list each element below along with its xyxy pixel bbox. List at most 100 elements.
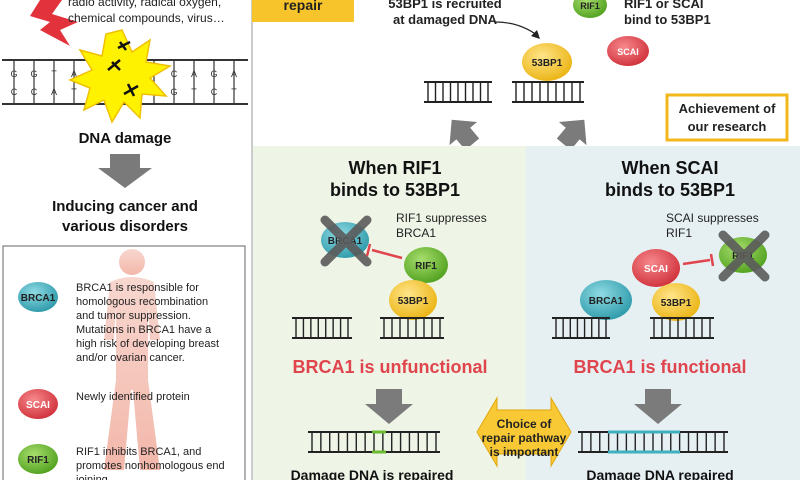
bind-line-2: bind to 53BP1 bbox=[624, 12, 711, 27]
choice-line-2: repair pathway bbox=[482, 431, 567, 445]
legend-badge bbox=[18, 444, 58, 474]
legend-badge-label: RIF1 bbox=[27, 455, 49, 466]
dna-bottom-letter: A bbox=[51, 87, 57, 97]
legend-badge-label: BRCA1 bbox=[21, 293, 56, 304]
legend-text-line: high risk of developing breast bbox=[76, 338, 219, 350]
left-column: radio activity, radical oxygen, chemical… bbox=[2, 0, 248, 480]
recruit-line-2: at damaged DNA bbox=[393, 12, 498, 27]
rif1-title-line-2: binds to 53BP1 bbox=[330, 180, 460, 200]
outcome-line-1: Inducing cancer and bbox=[52, 198, 198, 215]
legend-item-brca1: BRCA1 BRCA1 is responsible for homologous … bbox=[18, 282, 219, 364]
legend-text-line: Mutations in BRCA1 have a bbox=[76, 324, 212, 336]
dna-top-letter: G bbox=[210, 69, 217, 79]
repair-tag bbox=[252, 0, 354, 22]
split-arrow-left-icon bbox=[449, 119, 480, 151]
dna-bottom-letter: G bbox=[170, 87, 177, 97]
svg-text:RIF1: RIF1 bbox=[580, 1, 600, 11]
right-column: repair 53BP1 is recruited at damaged DNA… bbox=[251, 0, 800, 480]
legend-text-line: and tumor suppression. bbox=[76, 310, 191, 322]
achievement-box bbox=[665, 93, 789, 142]
recruit-arrow-icon bbox=[494, 21, 539, 37]
rif1-dna-left bbox=[292, 317, 352, 339]
outcome-line-2: various disorders bbox=[62, 218, 188, 235]
inhibit-arrow-scai-icon bbox=[682, 253, 715, 267]
scai-result-dna bbox=[578, 430, 728, 454]
legend-badge bbox=[18, 389, 58, 419]
choice-double-arrow-icon bbox=[476, 396, 572, 468]
rif1-result-dna bbox=[308, 430, 440, 454]
scai-status: BRCA1 is functional bbox=[573, 357, 746, 377]
dna-top-letter: A bbox=[231, 69, 237, 79]
cross-mark-icon bbox=[320, 215, 372, 267]
svg-text:SCAI: SCAI bbox=[617, 47, 639, 57]
53bp1-protein-scai-panel: 53BP1 bbox=[652, 283, 700, 321]
rif1-protein-panel: RIF1 bbox=[404, 247, 448, 283]
dna-bottom-letter: T bbox=[191, 87, 197, 97]
svg-text:53BP1: 53BP1 bbox=[661, 298, 692, 309]
top-dna-right bbox=[512, 81, 584, 103]
cause-line-2: chemical compounds, virus… bbox=[68, 11, 225, 25]
legend-text-line: homologous recombination bbox=[76, 296, 208, 308]
brca1-protein-scai-panel: BRCA1 bbox=[580, 280, 632, 320]
dna-bottom-letter: T bbox=[71, 87, 77, 97]
cause-line-1: radio activity, radical oxygen, bbox=[68, 0, 221, 9]
dna-top-letter: C bbox=[171, 69, 178, 79]
legend-badge-label: SCAI bbox=[26, 400, 50, 411]
legend-text-line: and/or ovarian cancer. bbox=[76, 352, 185, 364]
rif1-suppress-line-2: BRCA1 bbox=[396, 226, 436, 240]
damage-marks bbox=[107, 40, 139, 97]
down-arrow-icon bbox=[98, 154, 152, 188]
scai-dna-right bbox=[650, 317, 714, 339]
dna-top-letter: G bbox=[10, 69, 17, 79]
legend-text-line: RIF1 inhibits BRCA1, and bbox=[76, 446, 201, 458]
legend-text-line: BRCA1 is responsible for bbox=[76, 282, 199, 294]
scai-suppress-line-2: RIF1 bbox=[666, 226, 692, 240]
svg-text:53BP1: 53BP1 bbox=[398, 296, 429, 307]
rif1-result: Damage DNA is repaired bbox=[291, 467, 454, 480]
choice-line-1: Choice of bbox=[497, 417, 553, 431]
svg-text:53BP1: 53BP1 bbox=[532, 58, 563, 69]
bind-line-1: RIF1 or SCAI bbox=[624, 0, 703, 11]
rif1-title-line-1: When RIF1 bbox=[349, 158, 442, 178]
recruit-line-1: 53BP1 is recruited bbox=[388, 0, 502, 11]
choice-line-3: is important bbox=[490, 445, 559, 459]
split-arrow-right-icon bbox=[556, 119, 587, 151]
svg-text:RIF1: RIF1 bbox=[415, 261, 437, 272]
legend-text-line: joining. bbox=[75, 474, 111, 480]
rif1-dna-right bbox=[380, 317, 444, 339]
legend-item-scai: SCAI Newly identified protein bbox=[18, 389, 190, 419]
repair-tag-text: repair bbox=[284, 0, 323, 13]
rif1-down-arrow-icon bbox=[365, 389, 413, 424]
scai-result: Damage DNA repaired bbox=[586, 467, 733, 480]
dna-top-letter: T bbox=[51, 69, 57, 79]
legend-badge bbox=[18, 282, 58, 312]
legend-item-rif1: RIF1 RIF1 inhibits BRCA1, and promotes non… bbox=[18, 444, 225, 480]
dna-bottom-letter: T bbox=[231, 87, 237, 97]
scai-suppress-line-1: SCAI suppresses bbox=[666, 211, 759, 225]
legend-text-line: promotes nonhomologous end bbox=[76, 460, 225, 472]
svg-text:SCAI: SCAI bbox=[644, 264, 668, 275]
cross-mark-scai-icon bbox=[718, 230, 770, 282]
53bp1-protein-rif1-panel: 53BP1 bbox=[389, 280, 437, 320]
rif1-status: BRCA1 is unfunctional bbox=[292, 357, 487, 377]
53bp1-protein-top: 53BP1 bbox=[522, 43, 572, 81]
dna-damage-label: DNA damage bbox=[79, 130, 172, 147]
dna-bottom-letter: C bbox=[211, 87, 218, 97]
achievement-line-1: Achievement of bbox=[679, 101, 776, 116]
lightning-icon bbox=[30, 0, 78, 46]
woman-silhouette-icon bbox=[104, 249, 160, 470]
damage-starburst-icon bbox=[68, 29, 173, 124]
dna-top-letter: G bbox=[30, 69, 37, 79]
scai-down-arrow-icon bbox=[634, 389, 682, 424]
brca1-protein-crossed: BRCA1 bbox=[320, 215, 372, 267]
scai-title-line-1: When SCAI bbox=[622, 158, 719, 178]
scai-protein-panel: SCAI bbox=[632, 249, 680, 287]
rif1-protein-top: RIF1 bbox=[573, 0, 607, 18]
scai-dna-left bbox=[552, 317, 610, 339]
dna-top-letter: A bbox=[191, 69, 197, 79]
svg-text:BRCA1: BRCA1 bbox=[589, 296, 624, 307]
legend-text-line: Newly identified protein bbox=[76, 391, 190, 403]
dna-top-letter: A bbox=[71, 69, 77, 79]
dna-bottom-letter: C bbox=[11, 87, 18, 97]
